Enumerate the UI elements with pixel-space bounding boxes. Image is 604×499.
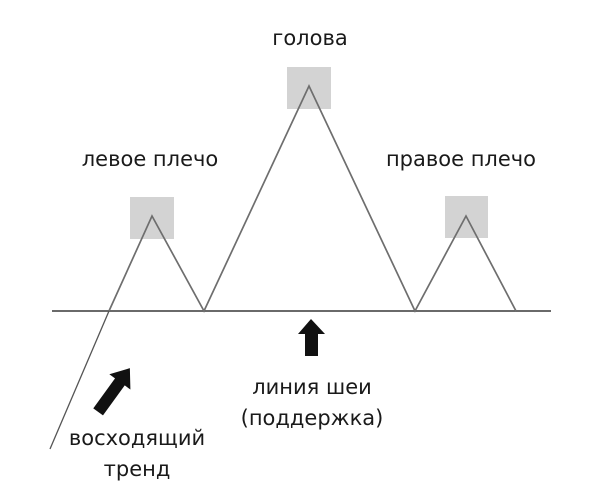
neckline-label-line1: линия шеи (252, 375, 372, 399)
price-path (108, 83, 517, 313)
uptrend-label-line2: тренд (104, 457, 171, 481)
neckline-support-arrow (298, 319, 325, 356)
uptrend-arrow (93, 368, 131, 416)
uptrend-line (49, 310, 110, 450)
uptrend-label-line1: восходящий (69, 426, 205, 450)
left-shoulder-label: левое плечо (82, 147, 219, 171)
right-shoulder-label: правое плечо (386, 147, 536, 171)
head-label: голова (272, 26, 347, 50)
neckline-label-line2: (поддержка) (241, 406, 384, 430)
